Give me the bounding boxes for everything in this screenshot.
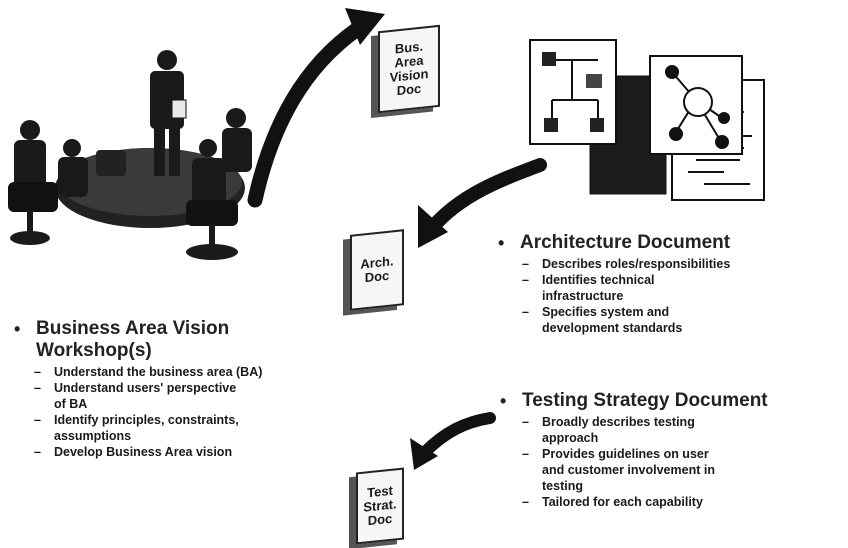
list-item: – Develop Business Area vision (34, 445, 233, 459)
arch-doc-icon: Arch. Doc (350, 229, 404, 311)
meeting-people-illustration (8, 50, 252, 260)
architecture-document-section: • Architecture Document – Describes role… (498, 232, 843, 336)
section-heading: • Architecture Document (498, 232, 731, 253)
list-item: – Identify principles, constraints,assum… (34, 413, 239, 443)
arrow-testing-to-test-doc (410, 412, 496, 470)
test-strat-doc-icon: Test Strat. Doc (356, 467, 404, 545)
list-item: – Describes roles/responsibilities (522, 257, 731, 271)
architecture-diagrams-illustration (529, 39, 765, 201)
doc-label-line: Doc (367, 510, 393, 529)
bullet-list: – Describes roles/responsibilities – Ide… (522, 256, 843, 336)
section-heading: • Testing Strategy Document (500, 390, 768, 411)
bullet-list: – Understand the business area (BA) – Un… (34, 364, 344, 460)
bus-area-vision-doc-icon: Bus. Area Vision Doc (378, 24, 440, 114)
arrow-workshop-to-vision-doc (247, 8, 385, 208)
list-item: – Understand the business area (BA) (34, 365, 263, 379)
testing-strategy-document-section: • Testing Strategy Document – Broadly de… (500, 390, 845, 510)
arrow-architecture-to-arch-doc (418, 158, 547, 248)
doc-label-line: Doc (364, 267, 390, 286)
doc-label-line: Doc (396, 80, 422, 99)
list-item: – Tailored for each capability (522, 495, 703, 509)
